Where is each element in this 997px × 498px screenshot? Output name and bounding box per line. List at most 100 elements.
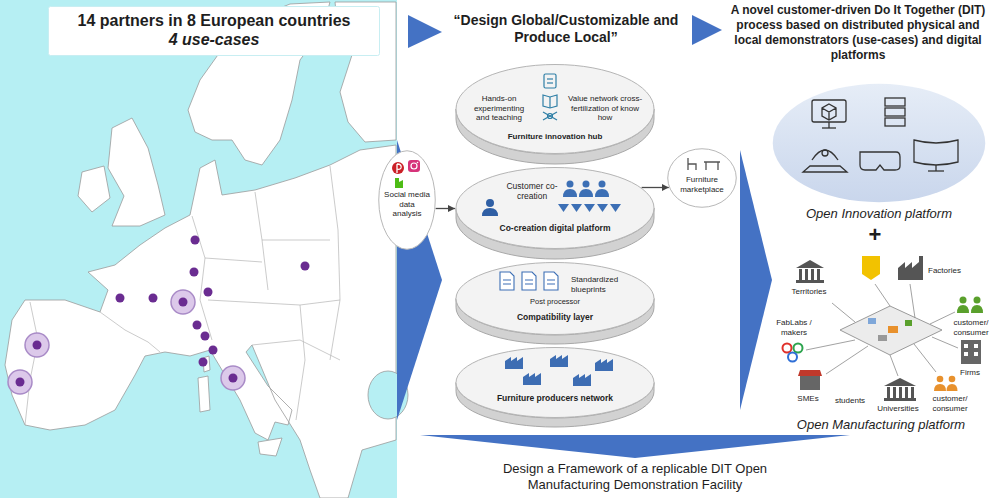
land bbox=[5, 2, 396, 498]
actor-label: Factories bbox=[928, 266, 988, 276]
ellipse-outline bbox=[773, 84, 986, 203]
manufacturing-icon bbox=[811, 269, 814, 280]
hub-icon bbox=[547, 78, 553, 79]
text-holder: Design a Framework of a replicable DIT O… bbox=[485, 461, 785, 494]
innovation-icon bbox=[812, 100, 846, 122]
person-icon bbox=[583, 181, 590, 188]
text-holder: 4 use-cases bbox=[54, 30, 374, 49]
ellipse-outline bbox=[668, 149, 737, 208]
manufacturing-icon bbox=[930, 312, 955, 324]
innovation-icon bbox=[914, 140, 958, 165]
person-icon bbox=[563, 181, 609, 198]
partner-dot bbox=[204, 288, 213, 297]
innovation-icon bbox=[928, 170, 944, 171]
manufacturing-icon bbox=[961, 340, 981, 364]
manufacturing-icon bbox=[805, 269, 808, 280]
hub-icon bbox=[543, 95, 557, 108]
disc-face bbox=[456, 348, 654, 418]
disc-label: Co-creation digital platform bbox=[455, 223, 655, 233]
text-holder: SMEs bbox=[790, 394, 826, 404]
innovation-icon bbox=[828, 122, 829, 128]
blueprint-icon bbox=[500, 272, 558, 290]
partner-dot bbox=[199, 358, 208, 367]
ellipse-text: Furniture marketplace bbox=[672, 175, 732, 194]
flow-arrow bbox=[642, 187, 669, 188]
manufacturing-icon bbox=[949, 376, 956, 383]
manufacturing-icon bbox=[832, 303, 855, 322]
disc-text: Value network cross-fertilization of kno… bbox=[565, 94, 645, 123]
partner-dot bbox=[201, 332, 210, 341]
innovation-icon bbox=[822, 127, 836, 128]
manufacturing-icon bbox=[971, 305, 983, 313]
co-creation-mark bbox=[558, 204, 621, 212]
text-holder: students bbox=[830, 396, 870, 406]
disc-text: Customer co-creation bbox=[505, 181, 559, 201]
innovation-icon bbox=[803, 98, 958, 172]
partner-dot bbox=[116, 294, 125, 303]
text-holder: Open Innovation platform bbox=[772, 206, 986, 222]
actor-label: FabLabs / makers bbox=[772, 318, 816, 337]
border-line bbox=[208, 300, 340, 305]
land bbox=[258, 438, 282, 456]
social-icon bbox=[408, 160, 420, 172]
manufacturing-icon bbox=[964, 352, 968, 356]
border-line bbox=[100, 312, 160, 352]
person-icon bbox=[567, 181, 574, 188]
manufacturing-icon bbox=[799, 269, 802, 280]
partner-dot bbox=[209, 346, 218, 355]
person-icon bbox=[563, 189, 577, 197]
manufacturing-icon bbox=[893, 387, 896, 398]
blueprint-icon bbox=[500, 272, 514, 290]
platform-ellipse-outline bbox=[772, 83, 986, 225]
manufacturing-icon bbox=[911, 387, 914, 398]
land bbox=[78, 166, 110, 212]
plus-sign: + bbox=[860, 224, 890, 246]
market-ellipse: Furniture marketplace bbox=[667, 148, 737, 208]
manufacturing-icon bbox=[905, 387, 908, 398]
text-holder: “Design Global/Customizable and Produce … bbox=[446, 12, 686, 46]
text-holder: Furniture marketplace bbox=[672, 175, 732, 194]
factory-icon bbox=[505, 355, 613, 386]
sea bbox=[0, 0, 397, 498]
actor-label: customer/ consumer bbox=[926, 394, 974, 413]
factory-icon bbox=[523, 373, 541, 385]
ellipse-text: Social media data analysis bbox=[384, 190, 430, 219]
info-subheading: 4 use-cases bbox=[54, 30, 374, 49]
manufacturing-icon bbox=[884, 378, 916, 386]
text-holder: Furniture innovation hub bbox=[455, 132, 655, 142]
border-line bbox=[192, 216, 212, 340]
use-case-halo bbox=[8, 370, 32, 394]
factory-icon bbox=[595, 359, 613, 371]
land bbox=[108, 118, 165, 226]
manufacturing-icon bbox=[783, 256, 984, 401]
border-line bbox=[25, 302, 38, 425]
manufacturing-icon bbox=[800, 376, 820, 390]
platform-caption: Open Innovation platform bbox=[772, 206, 986, 222]
hub-icon bbox=[543, 112, 557, 120]
manufacturing-icon bbox=[875, 284, 890, 306]
disc-label: Furniture producers network bbox=[455, 393, 655, 403]
partner-dot bbox=[179, 298, 188, 307]
manufacturing-icon bbox=[806, 340, 855, 350]
user-icon bbox=[482, 199, 498, 216]
manufacturing-icon bbox=[798, 370, 822, 376]
co-creation-mark bbox=[610, 204, 621, 212]
co-creation-mark bbox=[597, 204, 608, 212]
market-icon bbox=[704, 162, 720, 170]
text-holder: Post processor bbox=[520, 297, 590, 306]
manufacturing-icon bbox=[884, 398, 916, 401]
blueprint-icon bbox=[522, 272, 536, 290]
partner-dot bbox=[33, 341, 42, 350]
flow-chevron bbox=[692, 15, 722, 45]
platform-disc: Hands-on experimenting and teachingValue… bbox=[455, 64, 655, 164]
disc-face bbox=[456, 65, 654, 154]
manufacturing-icon bbox=[914, 344, 936, 372]
innovation-icon bbox=[860, 152, 900, 170]
panel-heading: A novel customer-driven Do It Together (… bbox=[724, 3, 992, 63]
land bbox=[198, 376, 210, 412]
manufacturing-icon bbox=[910, 284, 915, 318]
manufacturing-icon bbox=[796, 260, 824, 268]
manufacturing-icon bbox=[888, 326, 898, 333]
actor-label: customer/ consumer bbox=[950, 318, 992, 337]
text-holder: Social media data analysis bbox=[384, 190, 430, 219]
